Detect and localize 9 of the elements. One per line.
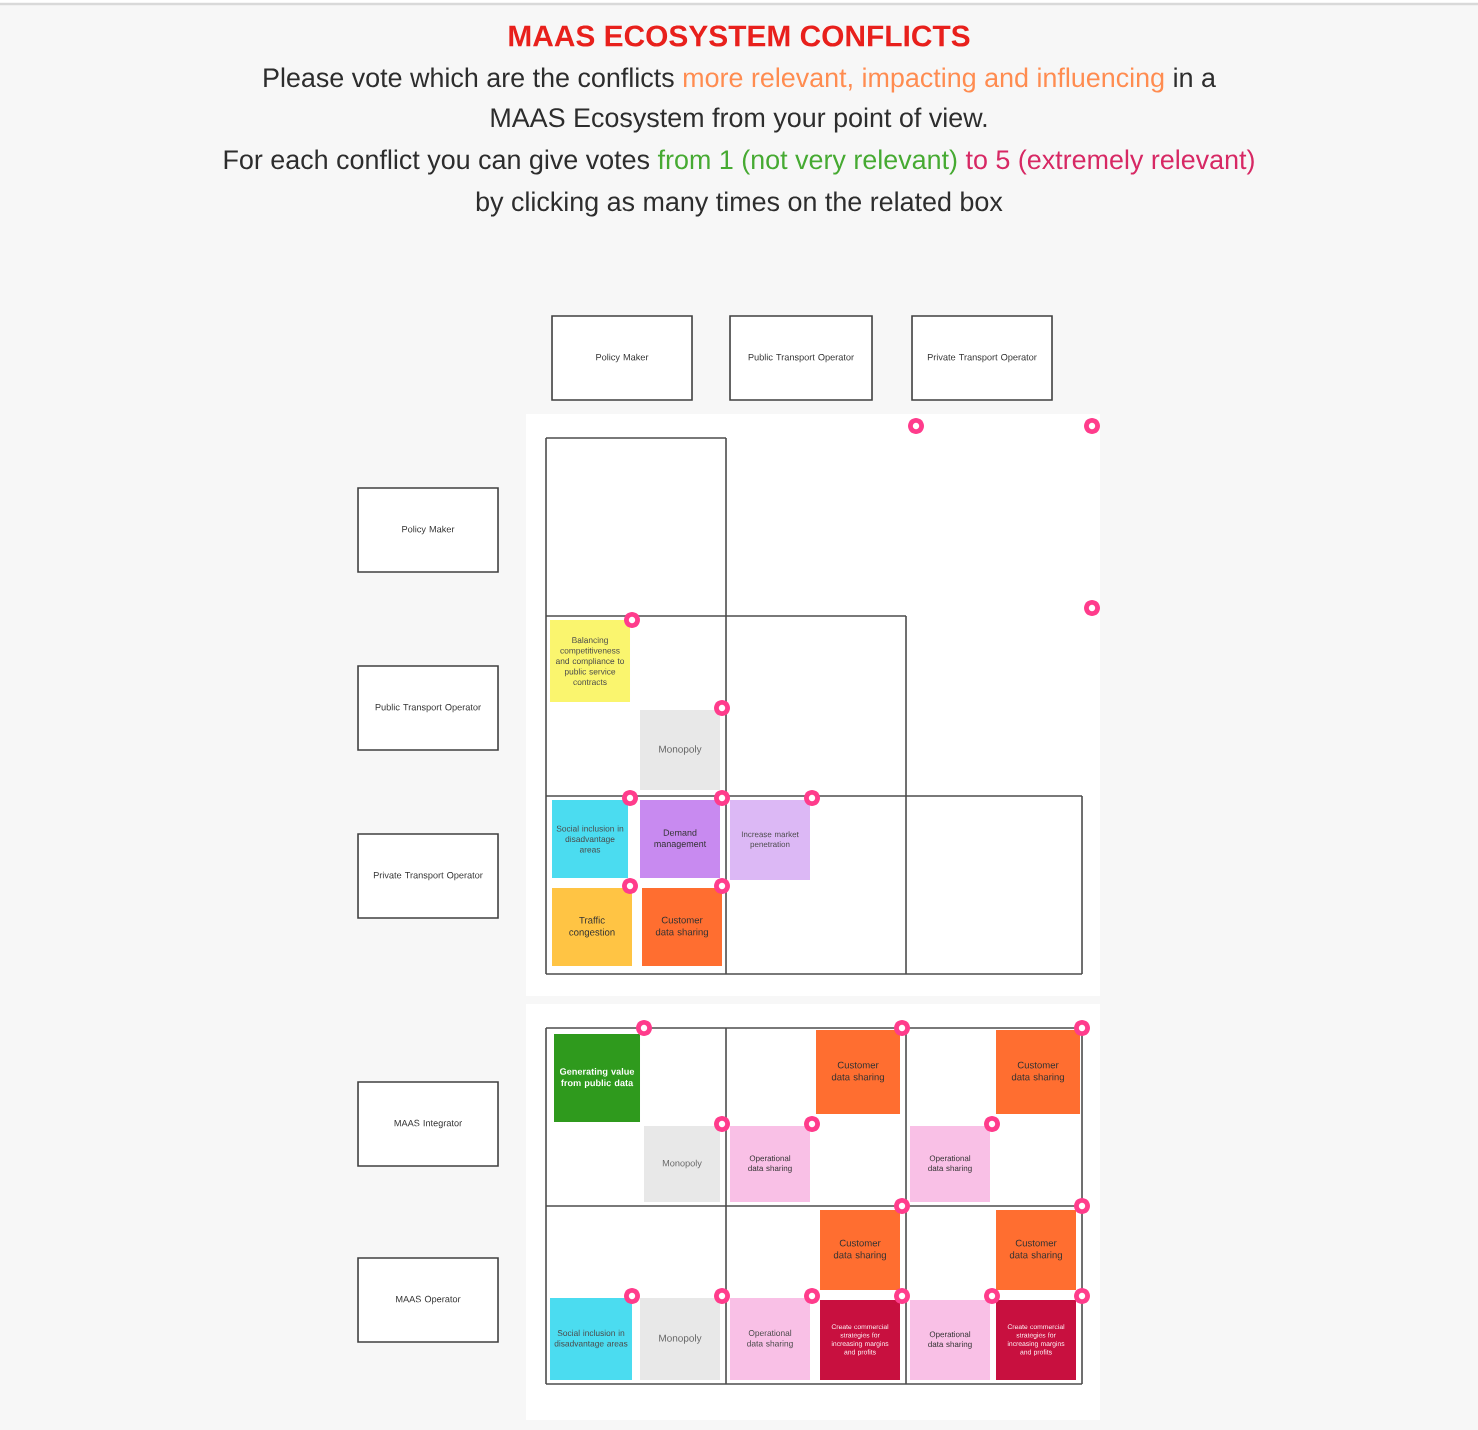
instruction-text: MAAS Ecosystem from your point of view. (491, 107, 987, 133)
instruction-text: Please vote which are the conflicts (264, 67, 674, 88)
instruction-text: from 1 (not very relevant) (657, 149, 957, 175)
instruction-text: more relevant, impacting and influencing (683, 67, 1164, 93)
instruction-text: to 5 (extremely relevant) (965, 149, 1254, 175)
instruction-text: For each conflict you can give votes (224, 149, 650, 175)
instruction-text: by clicking as many times on the related box (476, 191, 1003, 217)
title: MAAS ECOSYSTEM CONFLICTS (509, 25, 970, 47)
instruction-text: in a (1174, 67, 1216, 88)
